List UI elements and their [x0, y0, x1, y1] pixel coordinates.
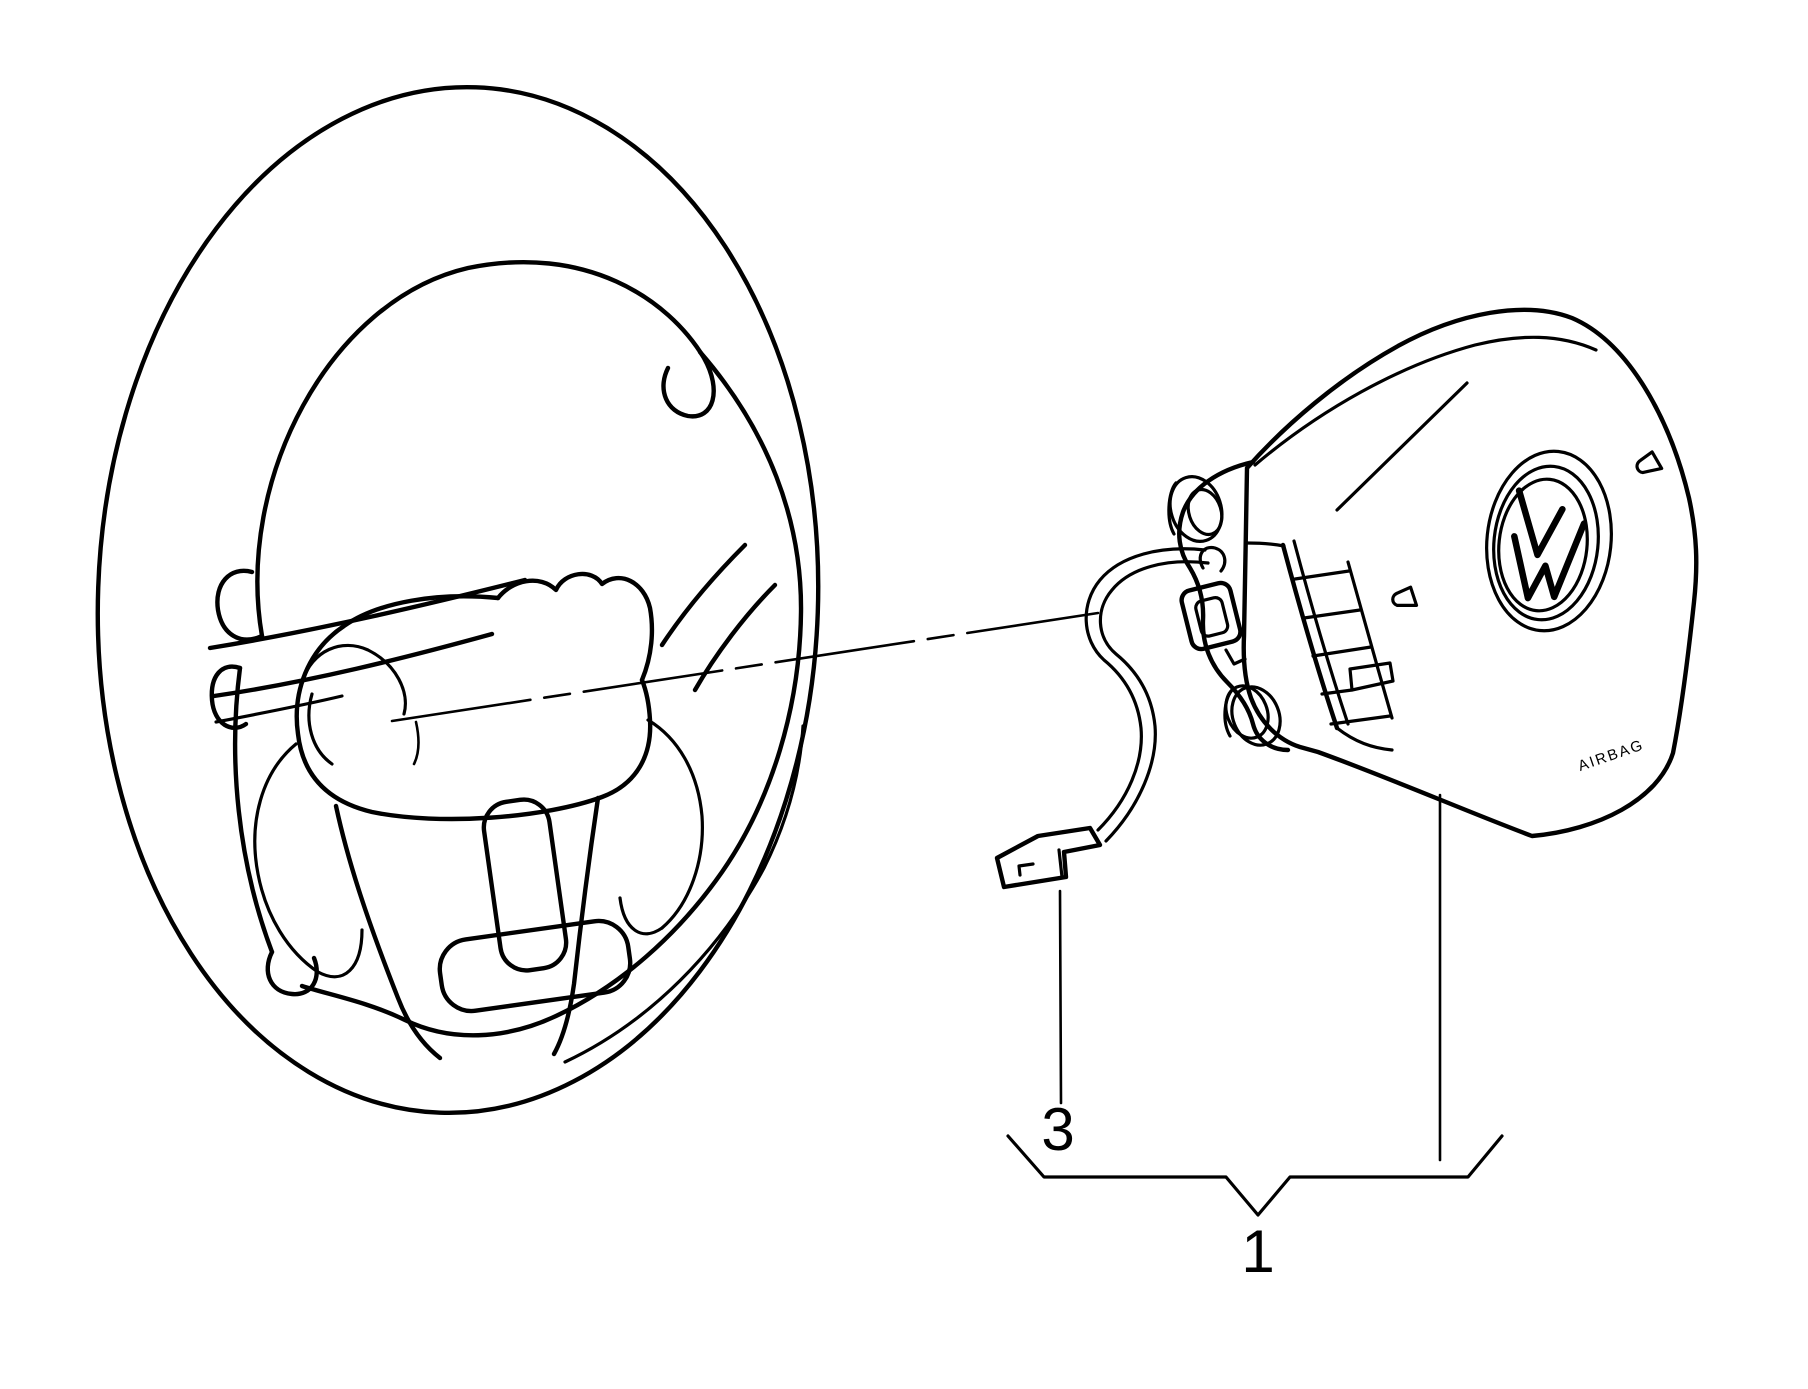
spoke-upper-right — [659, 542, 748, 648]
spoke-upper-left — [207, 577, 528, 651]
spoke-lower-right-edge — [551, 795, 601, 1057]
wheel-left-grip-cap-bottom — [265, 949, 319, 997]
mounting-bolt-lower — [1223, 684, 1282, 747]
wheel-left-grip-cap-top — [209, 664, 249, 731]
callout-3-leader — [1058, 889, 1063, 1105]
mounting-bolt-upper — [1167, 475, 1224, 543]
wheel-inner-rim — [299, 349, 804, 1038]
airbag-cover-label: AIRBAG — [1576, 736, 1646, 774]
steering-wheel — [95, 84, 821, 1116]
callout-1-label[interactable]: 1 — [1241, 1218, 1274, 1285]
spoke-lower-left-edge — [333, 803, 443, 1061]
vw-logo-icon — [1485, 449, 1613, 633]
spoke-upper-left-lower — [211, 631, 495, 699]
vent-grille — [1280, 539, 1395, 752]
axis-centerline — [390, 611, 1100, 723]
spoke-window-right — [646, 718, 704, 930]
airbag-cover-outline — [1241, 307, 1699, 839]
callout-1-brace — [1006, 1134, 1504, 1217]
airbag-module: AIRBAG — [1167, 307, 1699, 839]
spoke-window-left-end — [316, 928, 364, 979]
wheel-top-grip-cap — [215, 568, 265, 642]
callout-3: 3 — [1041, 889, 1075, 1163]
wiring-harness — [994, 547, 1210, 890]
airbag-backplate — [1177, 459, 1291, 753]
hub-boss-lower — [307, 692, 334, 766]
airbag-sidewall-edge — [1245, 541, 1286, 548]
callout-3-label[interactable]: 3 — [1041, 1096, 1074, 1163]
horn-icon — [1391, 585, 1419, 608]
hub-center-tick — [412, 720, 420, 766]
horn-icon — [1635, 450, 1664, 475]
clockspring-connector — [1179, 545, 1247, 666]
spoke-window-right-end — [618, 896, 664, 936]
hub-body — [294, 594, 653, 822]
hub-boss — [300, 643, 407, 716]
spoke-upper-right-lower — [692, 582, 778, 693]
wheel-outer-rim — [95, 84, 821, 1116]
airbag-cover-seam-face — [1335, 381, 1469, 512]
wheel-top-grip-pad — [255, 259, 716, 639]
spoke-upper-left-detail — [214, 694, 344, 724]
harness-wire-inner — [1098, 560, 1210, 843]
connector-plug — [994, 825, 1103, 890]
callout-1-bracket: 1 — [1006, 793, 1504, 1285]
wheel-grip-line — [563, 724, 805, 1064]
spoke-window-left — [253, 742, 320, 974]
harness-wire-outer — [1084, 547, 1207, 832]
hub-top — [495, 571, 655, 683]
spoke-slot-vertical — [481, 797, 569, 973]
airbag-cover-seam-top — [1253, 335, 1598, 467]
spoke-slot-horizontal — [437, 918, 633, 1014]
wheel-left-grip-pad — [232, 665, 275, 955]
